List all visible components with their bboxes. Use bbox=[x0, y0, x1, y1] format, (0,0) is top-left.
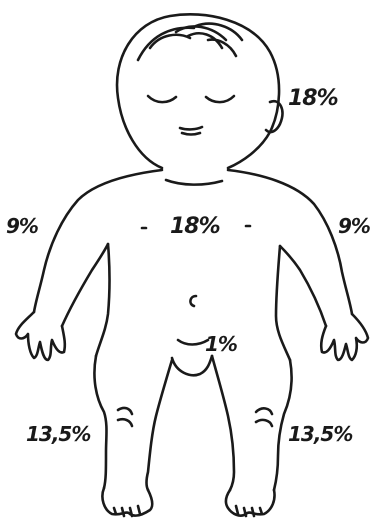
mouth-lip bbox=[182, 133, 200, 135]
left-hand bbox=[16, 312, 65, 360]
left-arm-percent-label: 9% bbox=[6, 216, 38, 236]
right-hand bbox=[321, 314, 368, 360]
left-leg-inner bbox=[147, 360, 173, 490]
neck-crease bbox=[166, 180, 222, 185]
left-foot bbox=[102, 488, 152, 516]
left-knee-crease bbox=[118, 419, 132, 426]
left-knee-crease bbox=[118, 408, 132, 414]
groin-curve bbox=[178, 340, 208, 345]
left-shoulder-arm bbox=[34, 170, 162, 312]
left-inner-arm bbox=[62, 244, 108, 326]
belly-button bbox=[190, 296, 196, 306]
left-leg-percent-label: 13,5% bbox=[26, 424, 90, 444]
head-outline bbox=[117, 14, 279, 168]
trunk-percent-label: 18% bbox=[170, 216, 220, 238]
eye-closed-right bbox=[206, 96, 234, 102]
right-knee-crease bbox=[256, 420, 272, 426]
genitals bbox=[172, 356, 212, 375]
right-torso-side bbox=[276, 246, 290, 360]
head-percent-label: 18% bbox=[288, 88, 338, 110]
right-knee-crease bbox=[256, 408, 272, 414]
left-leg-outer bbox=[94, 356, 106, 488]
right-leg-inner bbox=[212, 356, 234, 490]
right-inner-arm bbox=[280, 246, 326, 326]
ear bbox=[266, 101, 282, 132]
right-shoulder-arm bbox=[228, 170, 352, 314]
eye-closed-left bbox=[148, 96, 176, 102]
right-arm-percent-label: 9% bbox=[338, 216, 370, 236]
genitals-percent-label: 1% bbox=[205, 334, 237, 354]
mouth bbox=[180, 127, 202, 129]
right-leg-percent-label: 13,5% bbox=[288, 424, 352, 444]
hair-strand bbox=[138, 28, 194, 60]
right-foot bbox=[226, 490, 275, 516]
